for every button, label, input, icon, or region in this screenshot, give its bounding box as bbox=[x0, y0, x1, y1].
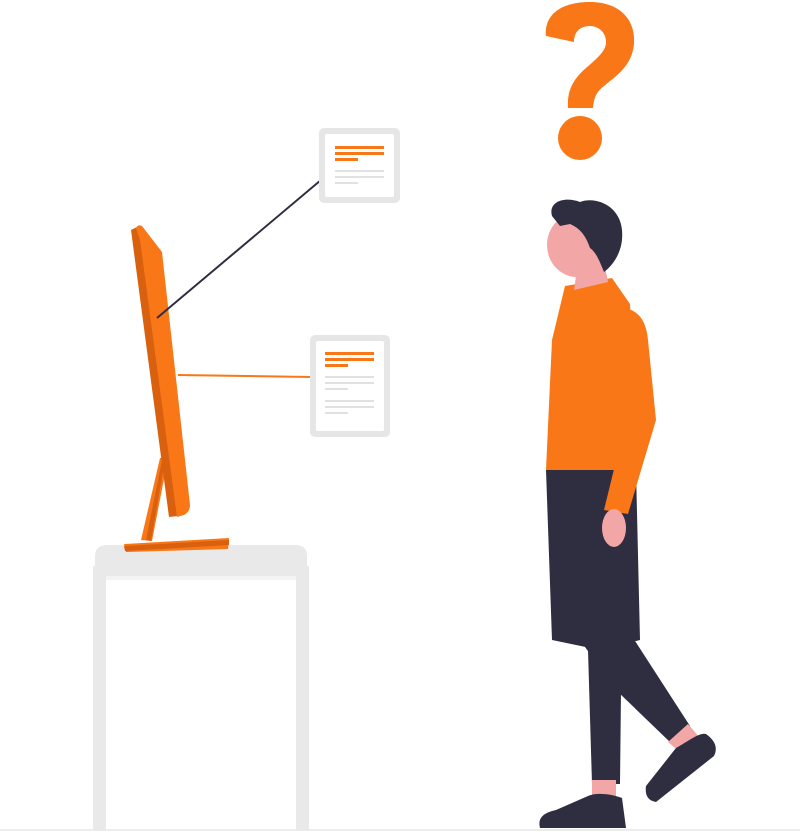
connector-lines bbox=[156, 179, 322, 378]
floor bbox=[0, 829, 800, 831]
table bbox=[93, 545, 309, 831]
monitor-icon bbox=[124, 225, 229, 552]
document-card-icon bbox=[319, 128, 400, 203]
question-mark-icon bbox=[545, 2, 635, 160]
document-card-icon bbox=[310, 335, 390, 437]
person bbox=[539, 199, 716, 828]
